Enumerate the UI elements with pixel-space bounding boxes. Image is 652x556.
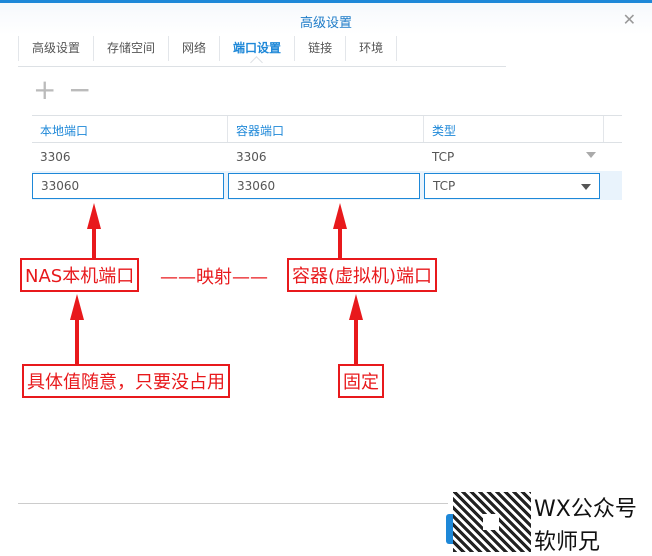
annotation-any-value: 具体值随意，只要没占用 — [22, 364, 230, 398]
watermark-line1: WX公众号 — [534, 491, 637, 523]
header-type[interactable]: 类型 — [424, 116, 604, 142]
arrow-up-icon — [349, 294, 363, 320]
close-icon[interactable]: ✕ — [622, 10, 636, 29]
remove-icon[interactable]: − — [68, 73, 92, 106]
arrow-stem — [354, 318, 358, 364]
table-row-editing: 33060 33060 TCP — [32, 171, 622, 200]
footer-divider — [18, 503, 448, 504]
annotation-container-port: 容器(虚拟机)端口 — [287, 258, 438, 292]
table-header: 本地端口 容器端口 类型 — [32, 115, 622, 143]
local-port-input[interactable]: 33060 — [32, 172, 224, 199]
arrow-stem — [92, 228, 96, 258]
qr-code-image — [453, 492, 531, 552]
tab-storage[interactable]: 存储空间 — [93, 36, 168, 61]
tab-network[interactable]: 网络 — [168, 36, 219, 61]
cell-local-port: 3306 — [40, 150, 71, 164]
annotation-fixed: 固定 — [338, 364, 384, 398]
arrow-up-icon — [87, 203, 101, 229]
watermark-line2: 软师兄 — [534, 524, 601, 556]
tab-bar: 高级设置 存储空间 网络 端口设置 链接 环境 — [18, 36, 398, 61]
window-top-border — [0, 0, 652, 3]
title-bar: 高级设置 ✕ — [0, 3, 652, 35]
tab-divider — [18, 66, 506, 67]
container-port-input[interactable]: 33060 — [228, 172, 420, 199]
annotation-nas-port: NAS本机端口 — [20, 258, 140, 292]
dialog-title: 高级设置 — [299, 16, 352, 31]
cell-container-port: 3306 — [236, 150, 267, 164]
tab-advanced[interactable]: 高级设置 — [18, 36, 93, 61]
table-row[interactable]: 3306 3306 TCP — [32, 143, 622, 171]
cell-type-value: TCP — [432, 150, 455, 164]
type-select-value: TCP — [433, 178, 456, 193]
type-select[interactable]: TCP — [424, 172, 600, 199]
add-icon[interactable]: + — [33, 73, 57, 106]
arrow-up-icon — [70, 294, 84, 320]
cell-type[interactable]: TCP — [424, 150, 604, 164]
tab-links[interactable]: 链接 — [294, 36, 345, 61]
arrow-up-icon — [333, 203, 347, 229]
arrow-stem — [338, 228, 342, 258]
chevron-down-icon — [586, 152, 596, 158]
port-table: 本地端口 容器端口 类型 3306 3306 TCP 33060 33060 T… — [32, 115, 622, 200]
tab-port-settings[interactable]: 端口设置 — [219, 36, 294, 61]
annotation-mapping: ——映射—— — [160, 267, 268, 288]
header-local-port[interactable]: 本地端口 — [32, 116, 228, 142]
chevron-down-icon — [581, 183, 591, 190]
arrow-stem — [75, 318, 79, 364]
header-container-port[interactable]: 容器端口 — [228, 116, 424, 142]
tab-environment[interactable]: 环境 — [345, 36, 398, 61]
